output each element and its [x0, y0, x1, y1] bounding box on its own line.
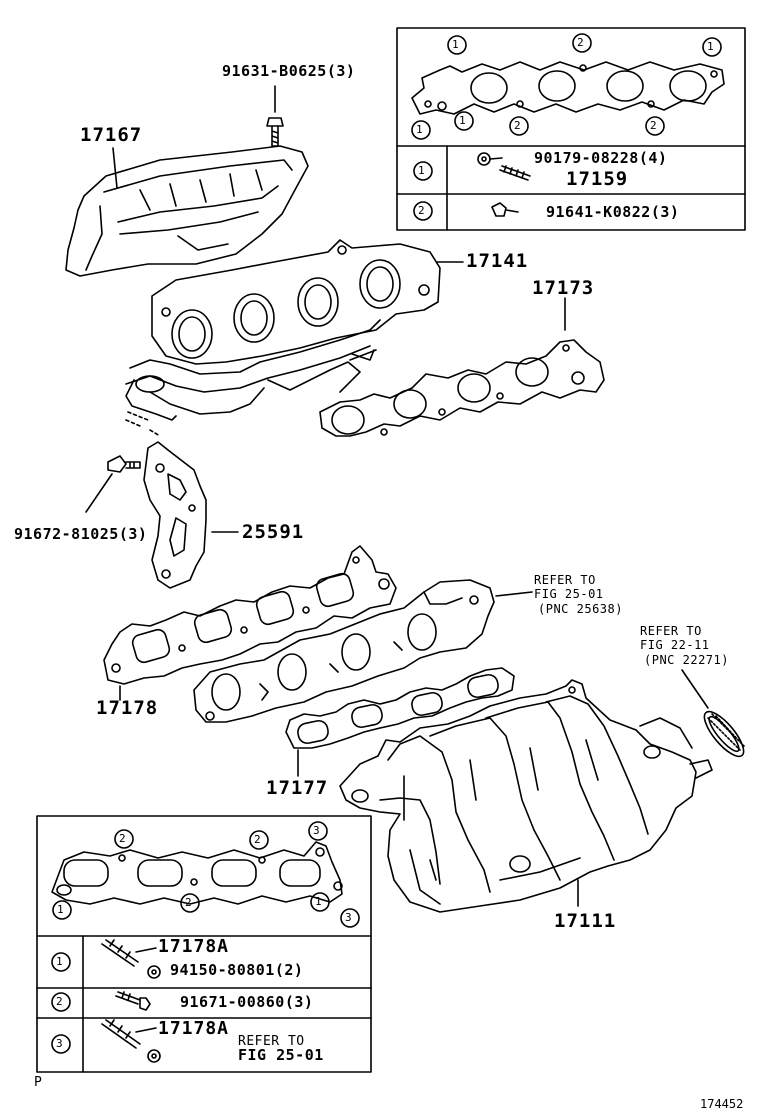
- bottom-row3-refer-line2: FIG 25-01: [238, 1046, 324, 1064]
- nut-94150-icon: [147, 965, 161, 979]
- bottom-row3-refer-line1: REFER TO: [238, 1034, 305, 1049]
- top-row1-part-a: 90179-08228(4): [534, 149, 668, 167]
- bottom-callout-text-1b: 1: [315, 895, 323, 908]
- nut-icon: [477, 152, 503, 166]
- top-callout-text-1b: 1: [707, 40, 715, 53]
- gasket-17177: [285, 667, 515, 777]
- bottom-row3-part-a: 17178A: [158, 1018, 230, 1039]
- part-label-17111: 17111: [554, 910, 617, 932]
- filter-part: [681, 669, 745, 758]
- bottom-inset-box: [36, 815, 372, 1073]
- heat-insulator-17167: [65, 145, 309, 277]
- bottom-row2-callout-text: 2: [56, 995, 64, 1008]
- top-row1-part-b: 17159: [566, 168, 629, 190]
- top-row1-callout-text: 1: [418, 164, 426, 177]
- nut-refer-icon: [147, 1049, 161, 1063]
- bottom-callout-text-2a: 2: [119, 832, 127, 845]
- figure-number: 174452: [700, 1097, 744, 1111]
- bolt-91671-icon: [115, 991, 151, 1011]
- bottom-row1-callout-text: 1: [56, 955, 64, 968]
- top-callout-text-1a: 1: [452, 38, 460, 51]
- top-inset-callout-1a: [447, 35, 467, 55]
- part-label-17141: 17141: [466, 250, 529, 272]
- bottom-callout-text-1a: 1: [57, 903, 65, 916]
- stud-icon: [499, 165, 531, 181]
- bottom-row2-part: 91671-00860(3): [180, 993, 314, 1011]
- bottom-row1-part-b: 94150-80801(2): [170, 961, 304, 979]
- bottom-inset-callout-1b: [310, 892, 330, 912]
- gasket-17173: [319, 297, 605, 437]
- bottom-inset-callout-3a: [308, 821, 328, 841]
- part-label-91631: 91631-B0625(3): [222, 62, 356, 80]
- refer-note-22-11-line2: FIG 22-11: [640, 638, 710, 652]
- bolt-91631-icon: [266, 85, 284, 147]
- top-inset-callout-2a: [572, 33, 592, 53]
- top-row2-part: 91641-K0822(3): [546, 203, 680, 221]
- top-inset-callout-1b: [702, 37, 722, 57]
- bottom-inset-callout-2c: [180, 893, 200, 913]
- bottom-callout-text-2c: 2: [185, 896, 193, 909]
- part-label-17167: 17167: [80, 124, 143, 146]
- bottom-inset-callout-3b: [340, 908, 360, 928]
- stud-17178a-icon-2: [101, 1019, 157, 1049]
- intake-flange-part: [193, 579, 533, 723]
- bottom-inset-row3-callout: [51, 1034, 71, 1054]
- top-inset-callout-2b: [509, 116, 529, 136]
- bolt-91672-icon: [85, 455, 141, 513]
- bolt-icon: [491, 202, 519, 217]
- top-inset-callout-1c: [411, 120, 431, 140]
- part-label-17173: 17173: [532, 277, 595, 299]
- top-callout-text-1d: 1: [459, 114, 467, 127]
- refer-note-25-01-line3: (PNC 25638): [538, 602, 623, 616]
- bottom-callout-text-3a: 3: [313, 824, 321, 837]
- stud-17178a-icon: [101, 939, 157, 967]
- bottom-callout-text-3b: 3: [345, 911, 353, 924]
- refer-note-25-01-line2: FIG 25-01: [534, 587, 604, 601]
- intake-manifold-17111: [339, 679, 713, 913]
- top-callout-text-2b: 2: [514, 119, 522, 132]
- gasket-17178: [103, 545, 397, 701]
- top-row2-callout-text: 2: [418, 204, 426, 217]
- top-inset-callout-1d: [454, 111, 474, 131]
- top-callout-text-2a: 2: [577, 36, 585, 49]
- bottom-inset-row2-callout: [51, 992, 71, 1012]
- bottom-callout-text-2b: 2: [254, 833, 262, 846]
- bottom-inset-callout-1a: [52, 900, 72, 920]
- part-label-25591: 25591: [242, 521, 305, 543]
- top-inset-row2-callout: [413, 201, 433, 221]
- exhaust-manifold-17141: [125, 239, 464, 437]
- refer-note-25-01-line1: REFER TO: [534, 573, 596, 587]
- bottom-inset-row1-callout: [51, 952, 71, 972]
- part-label-17177: 17177: [266, 777, 329, 799]
- bottom-row1-part-a: 17178A: [158, 936, 230, 957]
- refer-note-22-11-line3: (PNC 22271): [644, 653, 729, 667]
- refer-note-22-11-line1: REFER TO: [640, 624, 702, 638]
- bottom-inset-callout-2a: [114, 829, 134, 849]
- top-callout-text-2c: 2: [650, 119, 658, 132]
- top-inset-box: [396, 27, 746, 231]
- top-callout-text-1c: 1: [416, 123, 424, 136]
- part-label-91672: 91672-81025(3): [14, 525, 148, 543]
- top-inset-row1-callout: [413, 161, 433, 181]
- part-label-17178: 17178: [96, 697, 159, 719]
- bracket-25591: [143, 441, 239, 589]
- bottom-inset-callout-2b: [249, 830, 269, 850]
- bottom-row3-callout-text: 3: [56, 1037, 64, 1050]
- top-inset-callout-2c: [645, 116, 665, 136]
- page-letter: P: [34, 1075, 42, 1090]
